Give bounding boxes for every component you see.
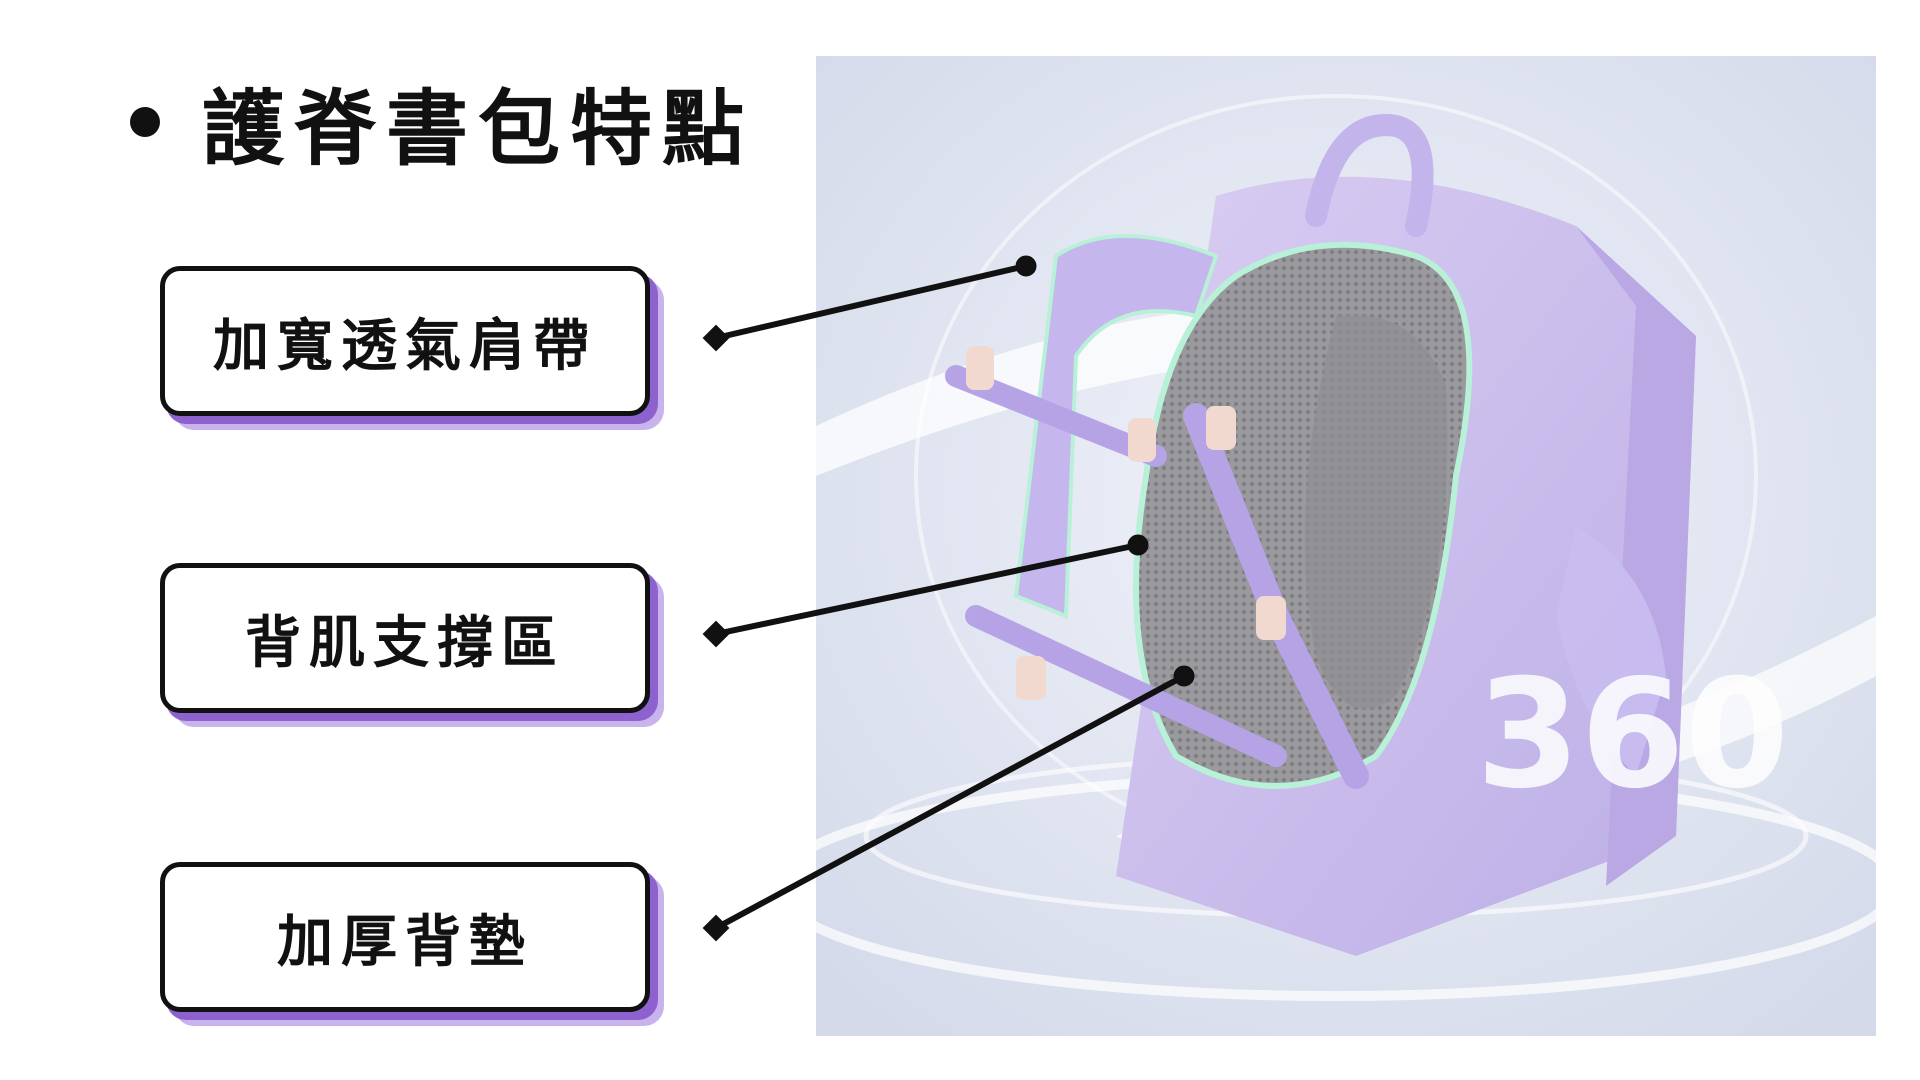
label-back-support: 背肌支撐區	[160, 563, 650, 713]
callout-diamond-icon	[702, 914, 730, 942]
label-card-shoulder-strap: 加寬透氣肩帶	[160, 266, 664, 430]
backpack-illustration: 360	[816, 56, 1876, 1036]
label-card-back-pad: 加厚背墊	[160, 862, 664, 1026]
callout-diamond-icon	[702, 324, 730, 352]
backpack-photo: 360	[816, 56, 1876, 1036]
page-title-text: 護脊書包特點	[202, 82, 755, 177]
label-card-back-support: 背肌支撐區	[160, 563, 664, 727]
label-back-pad: 加厚背墊	[160, 862, 650, 1012]
watermark-360-text: 360	[1476, 648, 1789, 822]
bullet-dot-icon	[130, 106, 160, 137]
page-title: 護脊書包特點	[130, 62, 754, 181]
label-shoulder-strap: 加寬透氣肩帶	[160, 266, 650, 416]
callout-diamond-icon	[702, 620, 730, 648]
